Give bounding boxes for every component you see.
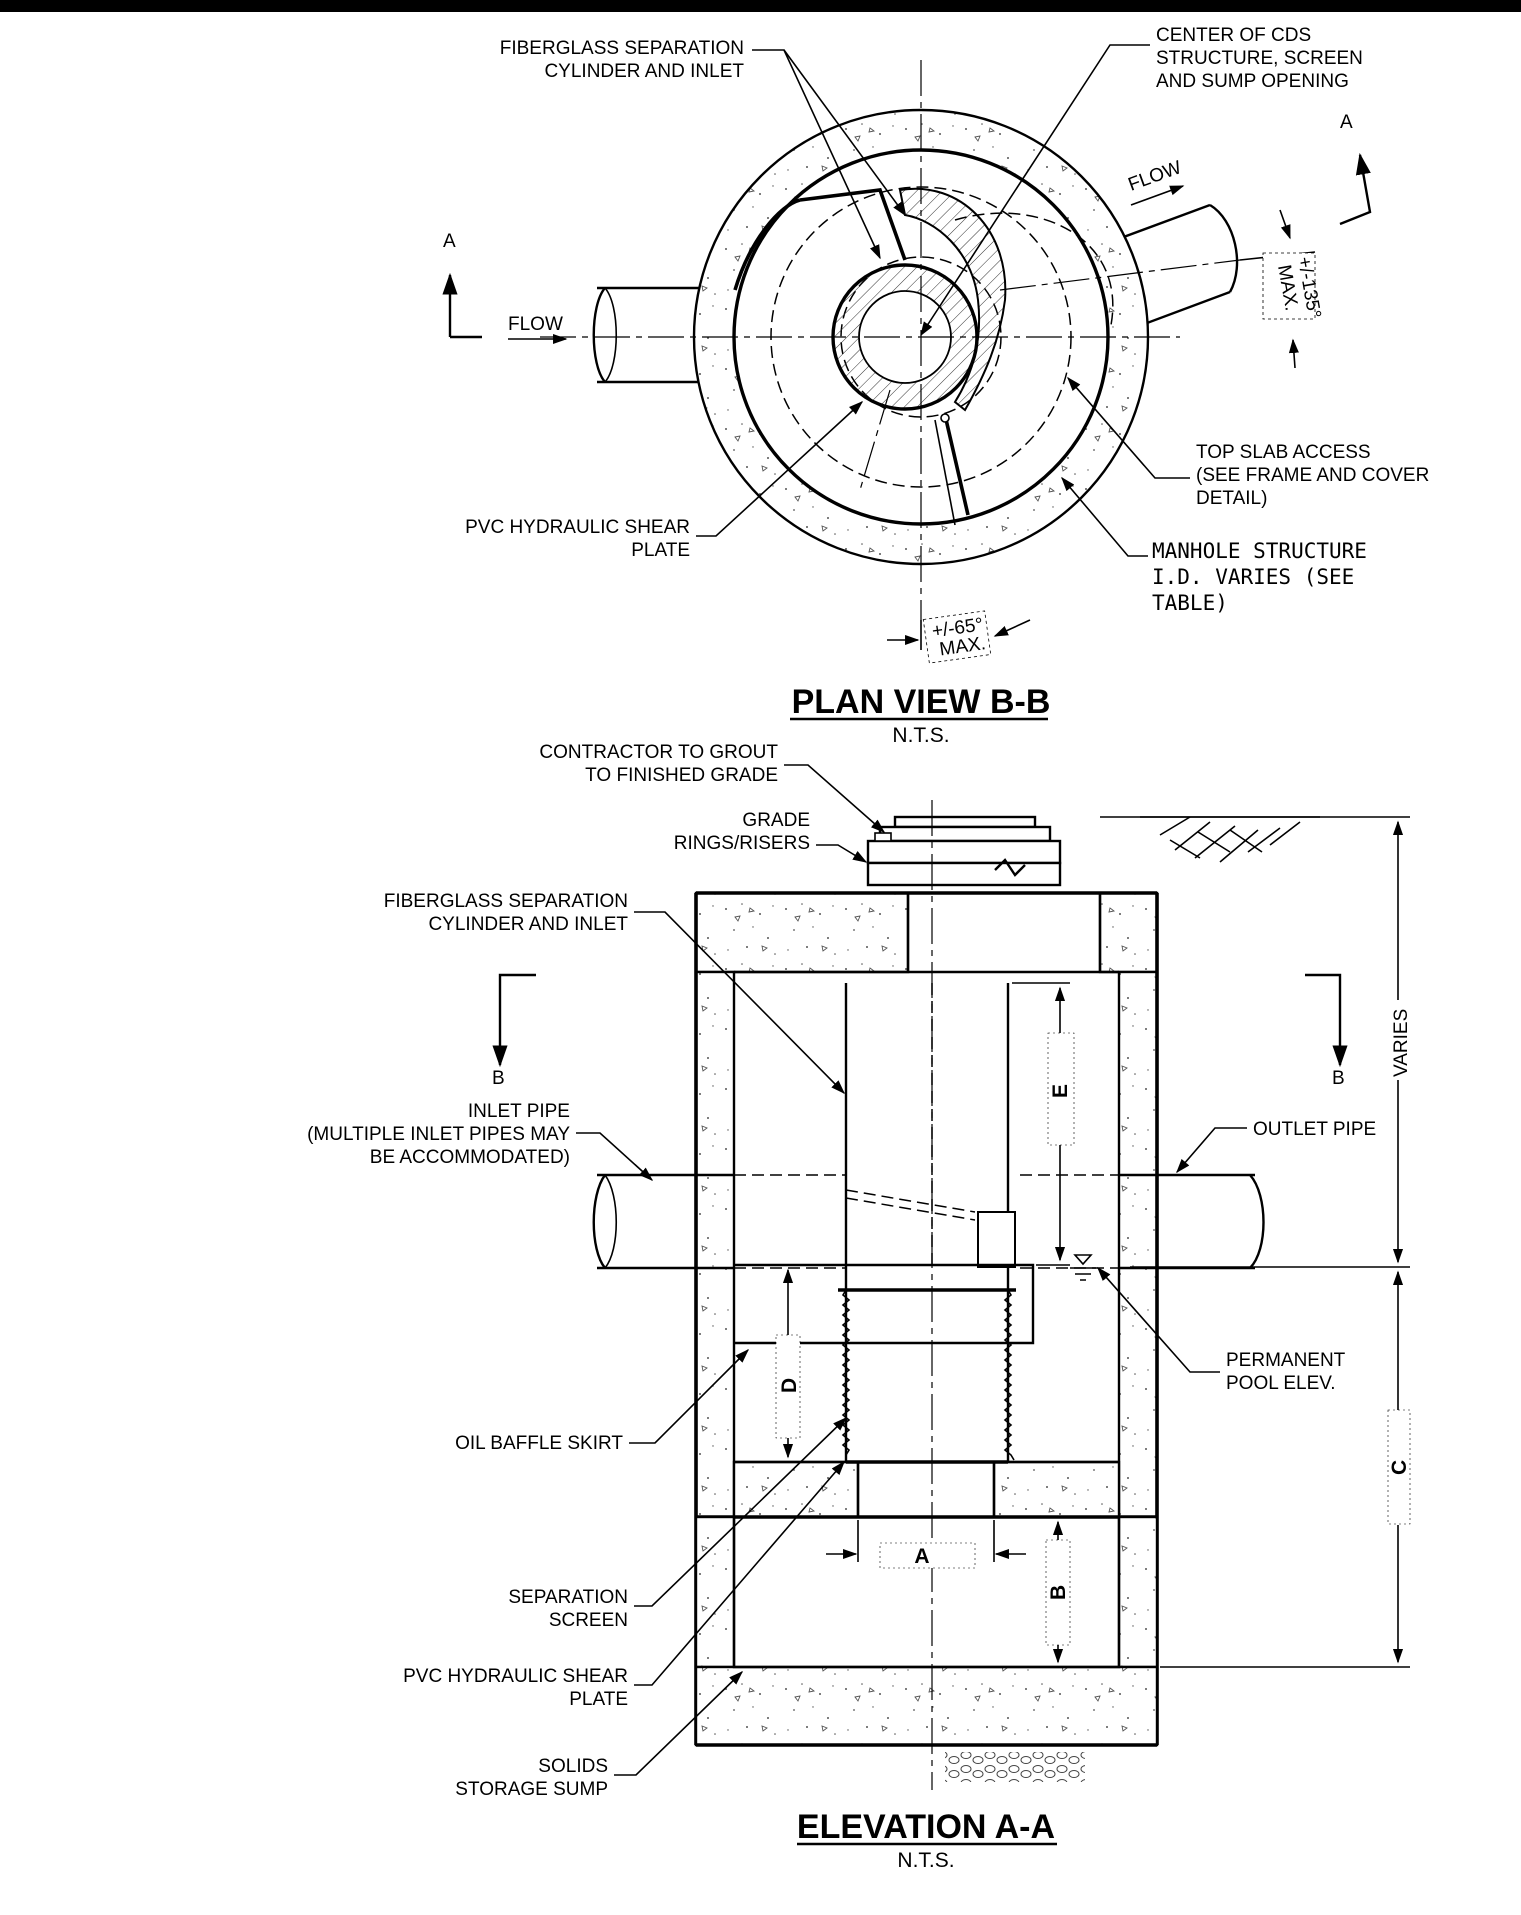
svg-text:CONTRACTOR TO GROUT: CONTRACTOR TO GROUT — [539, 742, 778, 763]
elevation-pool-symbol — [1070, 1254, 1096, 1281]
elev-callout-grade: GRADE RINGS/RISERS — [674, 810, 868, 863]
plan-fiberglass-inlet — [898, 187, 1007, 412]
elevation-wall-right — [1117, 970, 1159, 1519]
elevation-top-slab-right — [1098, 891, 1159, 974]
dim-e: E — [1012, 982, 1075, 1266]
plan-callout-fiberglass: FIBERGLASS SEPARATION CYLINDER AND INLET — [500, 38, 906, 260]
elevation-gravel-base — [945, 1752, 1085, 1782]
dim-d: D — [775, 1268, 801, 1459]
svg-text:BE ACCOMMODATED): BE ACCOMMODATED) — [370, 1147, 570, 1168]
svg-text:PVC HYDRAULIC SHEAR: PVC HYDRAULIC SHEAR — [465, 517, 690, 538]
elevation-top-slab-left — [694, 891, 910, 974]
elev-callout-screen: SEPARATION SCREEN — [508, 1416, 848, 1631]
elevation-inlet-pipe — [592, 1173, 845, 1270]
svg-text:B: B — [492, 1068, 505, 1089]
plan-sump-angle-dim: +/-65° MAX. — [887, 610, 1031, 664]
svg-text:I.D. VARIES (SEE: I.D. VARIES (SEE — [1152, 565, 1354, 589]
svg-text:(SEE FRAME AND COVER: (SEE FRAME AND COVER — [1196, 465, 1429, 486]
svg-text:TABLE): TABLE) — [1152, 591, 1228, 615]
plan-callout-top-slab: TOP SLAB ACCESS (SEE FRAME AND COVER DET… — [1067, 376, 1429, 509]
plan-outlet-angle-dim: +/-135° MAX. — [1239, 209, 1325, 369]
svg-text:FIBERGLASS SEPARATION: FIBERGLASS SEPARATION — [500, 38, 744, 59]
plan-view-scale: N.T.S. — [892, 724, 949, 747]
elevation-sump-wall-left — [694, 1515, 736, 1669]
elev-callout-inlet: INLET PIPE (MULTIPLE INLET PIPES MAY BE … — [307, 1101, 654, 1181]
svg-text:A: A — [1340, 112, 1353, 133]
elev-callout-oil-baffle: OIL BAFFLE SKIRT — [455, 1348, 750, 1454]
svg-text:B: B — [1047, 1585, 1070, 1600]
svg-text:STORAGE SUMP: STORAGE SUMP — [455, 1779, 608, 1800]
svg-text:DETAIL): DETAIL) — [1196, 488, 1267, 509]
elevation-separation-screen — [841, 1289, 1015, 1464]
svg-text:A: A — [443, 231, 456, 252]
svg-text:CYLINDER AND INLET: CYLINDER AND INLET — [428, 914, 628, 935]
sheet-top-border — [0, 0, 1521, 12]
svg-text:PERMANENT: PERMANENT — [1226, 1350, 1346, 1371]
elevation-sump-wall-right — [1117, 1515, 1159, 1669]
elevation-fiberglass-cylinder — [844, 983, 1016, 1292]
elevation-oil-baffle — [734, 1263, 1035, 1345]
svg-text:SOLIDS: SOLIDS — [538, 1756, 608, 1777]
svg-text:VARIES: VARIES — [1391, 1009, 1412, 1077]
svg-text:OUTLET PIPE: OUTLET PIPE — [1253, 1119, 1376, 1140]
svg-text:D: D — [778, 1378, 801, 1393]
elevation-wall-left — [694, 970, 736, 1519]
svg-text:RINGS/RISERS: RINGS/RISERS — [674, 833, 810, 854]
svg-text:CENTER OF CDS: CENTER OF CDS — [1156, 25, 1311, 46]
elev-callout-pool: PERMANENT POOL ELEV. — [1097, 1266, 1346, 1394]
elevation-mid-slab-right — [992, 1460, 1121, 1519]
svg-text:B: B — [1332, 1068, 1345, 1089]
svg-text:CYLINDER AND INLET: CYLINDER AND INLET — [544, 61, 744, 82]
svg-text:AND SUMP OPENING: AND SUMP OPENING — [1156, 71, 1349, 92]
svg-text:INLET PIPE: INLET PIPE — [468, 1101, 570, 1122]
dim-c: C — [1160, 1270, 1411, 1668]
elevation-frame-cover — [866, 815, 1062, 887]
elevation-view: B B VARIES C E — [307, 742, 1412, 1872]
elev-callout-grout: CONTRACTOR TO GROUT TO FINISHED GRADE — [539, 742, 886, 833]
plan-section-mark-right: A — [1339, 112, 1372, 226]
svg-text:A: A — [914, 1545, 929, 1568]
plan-callout-manhole: MANHOLE STRUCTURE I.D. VARIES (SEE TABLE… — [1061, 476, 1367, 615]
svg-text:OIL BAFFLE SKIRT: OIL BAFFLE SKIRT — [455, 1433, 623, 1454]
dim-a: A — [826, 1520, 1026, 1569]
elevation-scale: N.T.S. — [897, 1849, 954, 1872]
plan-section-mark-left: A — [442, 231, 482, 339]
elev-callout-sump: SOLIDS STORAGE SUMP — [455, 1670, 744, 1800]
svg-text:(MULTIPLE INLET PIPES MAY: (MULTIPLE INLET PIPES MAY — [307, 1124, 570, 1145]
elevation-grade-earth — [1140, 816, 1320, 863]
plan-flow-label-right: FLOW — [1126, 157, 1185, 196]
svg-text:E: E — [1049, 1084, 1072, 1098]
plan-callout-center: CENTER OF CDS STRUCTURE, SCREEN AND SUMP… — [920, 25, 1363, 337]
elevation-sump-floor — [694, 1665, 1159, 1747]
plan-view-title: PLAN VIEW B-B — [792, 683, 1051, 721]
elev-callout-outlet: OUTLET PIPE — [1176, 1119, 1376, 1174]
svg-text:SEPARATION: SEPARATION — [508, 1587, 628, 1608]
svg-text:SCREEN: SCREEN — [549, 1610, 628, 1631]
plan-flow-label-left: FLOW — [508, 314, 563, 335]
svg-text:PVC HYDRAULIC SHEAR: PVC HYDRAULIC SHEAR — [403, 1666, 628, 1687]
plan-callout-pvc: PVC HYDRAULIC SHEAR PLATE — [465, 401, 864, 561]
svg-text:PLATE: PLATE — [569, 1689, 628, 1710]
svg-text:GRADE: GRADE — [742, 810, 810, 831]
svg-text:C: C — [1388, 1460, 1411, 1475]
elevation-section-mark-right: B — [1305, 973, 1348, 1089]
svg-text:POOL ELEV.: POOL ELEV. — [1226, 1373, 1336, 1394]
svg-text:TO FINISHED GRADE: TO FINISHED GRADE — [585, 765, 778, 786]
svg-text:STRUCTURE, SCREEN: STRUCTURE, SCREEN — [1156, 48, 1363, 69]
svg-text:TOP SLAB ACCESS: TOP SLAB ACCESS — [1196, 442, 1371, 463]
plan-view: FLOW FLOW A A +/-135° MAX. — [442, 25, 1429, 747]
elev-callout-fiberglass: FIBERGLASS SEPARATION CYLINDER AND INLET — [384, 891, 846, 1095]
dim-varies: VARIES — [1100, 816, 1412, 1268]
svg-text:PLATE: PLATE — [631, 540, 690, 561]
elev-callout-pvc: PVC HYDRAULIC SHEAR PLATE — [403, 1460, 845, 1710]
svg-text:MANHOLE STRUCTURE: MANHOLE STRUCTURE — [1152, 539, 1367, 563]
elevation-section-mark-left: B — [492, 973, 536, 1089]
dim-b: B — [1045, 1516, 1071, 1668]
svg-text:FIBERGLASS SEPARATION: FIBERGLASS SEPARATION — [384, 891, 628, 912]
elevation-title: ELEVATION A-A — [797, 1808, 1055, 1846]
